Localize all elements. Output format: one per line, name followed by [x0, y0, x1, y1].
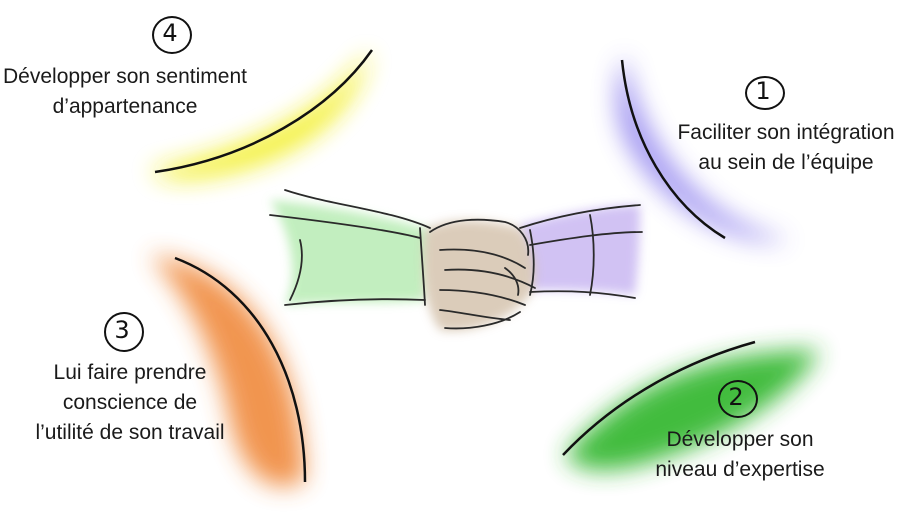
green-swoosh — [562, 340, 820, 471]
label-utilite-travail: Lui faire prendre conscience de l’utilit… — [10, 358, 250, 448]
number-circle-1 — [745, 76, 785, 110]
label-line: Développer son sentiment — [3, 65, 247, 88]
label-line: d’appartenance — [52, 95, 198, 118]
purple-swoosh — [616, 55, 790, 242]
number-2: 2 — [728, 383, 744, 411]
number-circle-3 — [104, 312, 144, 352]
label-faciliter-integration: Faciliter son intégration au sein de l’é… — [655, 118, 917, 178]
label-line: au sein de l’équipe — [698, 151, 874, 174]
label-sentiment-appartenance: Développer son sentiment d’appartenance — [0, 62, 250, 122]
number-circle-4 — [152, 16, 192, 54]
handshake-icon — [269, 189, 643, 331]
label-line: Faciliter son intégration — [677, 121, 895, 144]
number-3: 3 — [114, 316, 130, 344]
label-line: conscience de — [62, 391, 198, 414]
number-circle-2 — [718, 380, 758, 418]
label-line: Développer son — [666, 428, 814, 451]
yellow-swoosh — [150, 49, 374, 180]
label-line: l’utilité de son travail — [35, 421, 225, 444]
number-1: 1 — [755, 77, 771, 105]
label-line: Lui faire prendre — [53, 361, 207, 384]
number-4: 4 — [162, 19, 178, 47]
label-niveau-expertise: Développer son niveau d’expertise — [640, 425, 840, 485]
label-line: niveau d’expertise — [655, 458, 825, 481]
orange-swoosh — [150, 255, 307, 487]
